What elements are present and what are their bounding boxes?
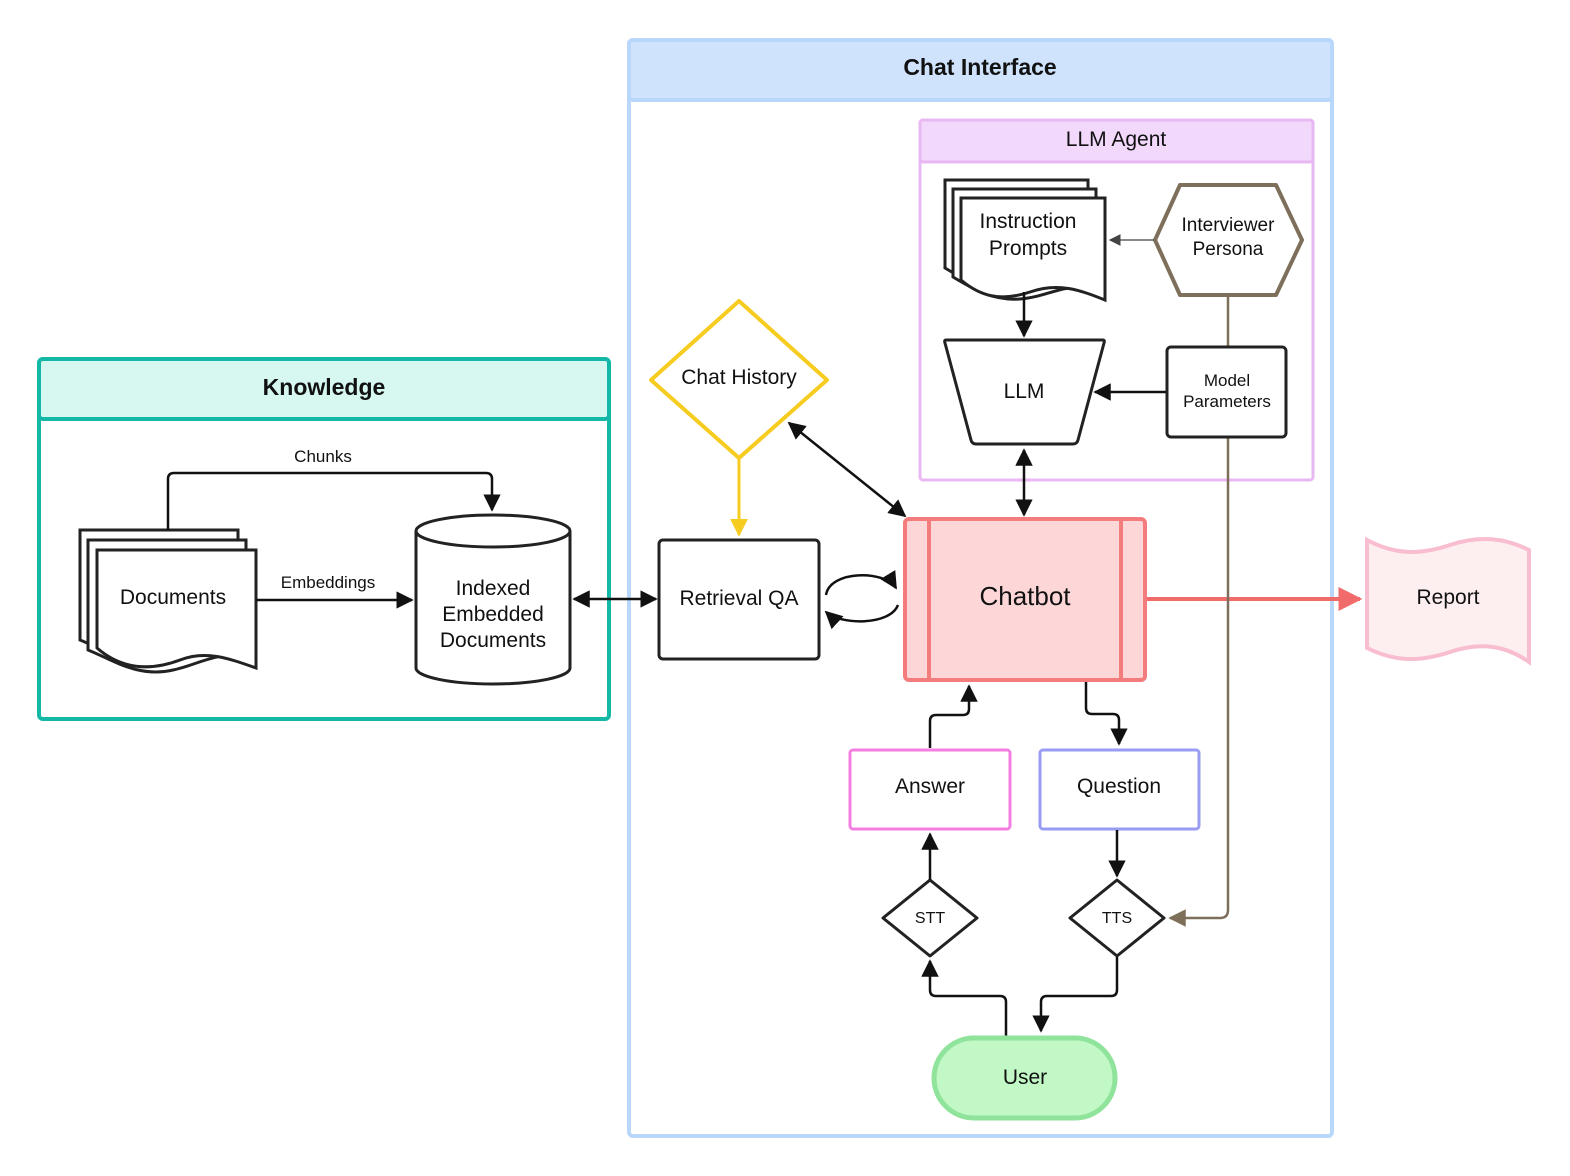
chunks-connector (166, 471, 501, 530)
tts-node: TTS (1068, 878, 1166, 958)
retrieval-chatbot-connector-bottom (824, 604, 900, 630)
question-label: Question (1077, 775, 1161, 798)
llm-label: LLM (1004, 380, 1045, 403)
indexed-label-2: Embedded (442, 603, 544, 626)
chatbot-node: Chatbot (903, 517, 1147, 682)
report-label: Report (1416, 586, 1479, 609)
indexed-embedded-documents-node: Indexed Embedded Documents (414, 513, 572, 686)
tts-label: TTS (1102, 910, 1132, 927)
instruction-prompts-node: Instruction Prompts (943, 178, 1107, 303)
user-label: User (1003, 1066, 1047, 1089)
chat-history-label: Chat History (681, 366, 797, 389)
model-params-label-1: Model (1204, 371, 1250, 390)
model-params-label-2: Parameters (1183, 392, 1271, 411)
documents-label: Documents (120, 586, 226, 609)
user-stt-connector (921, 959, 1008, 1036)
chunks-label: Chunks (294, 447, 352, 466)
persona-tts-connector (1168, 296, 1230, 927)
documents-node: Documents (78, 528, 258, 674)
retrieval-qa-label: Retrieval QA (679, 587, 798, 610)
persona-label-2: Persona (1193, 239, 1264, 260)
indexed-label-1: Indexed (456, 577, 531, 600)
chatbot-label: Chatbot (979, 581, 1071, 611)
persona-label-1: Interviewer (1182, 215, 1276, 236)
interviewer-persona-node: Interviewer Persona (1153, 183, 1304, 297)
answer-label: Answer (895, 775, 965, 798)
question-node: Question (1038, 748, 1201, 831)
embeddings-label: Embeddings (281, 573, 376, 592)
chatbot-question-connector (1084, 682, 1128, 746)
indexed-label-3: Documents (440, 629, 546, 652)
knowledge-title: Knowledge (263, 374, 386, 400)
stt-label: STT (915, 910, 945, 927)
answer-chatbot-connector (928, 684, 978, 748)
model-parameters-node: Model Parameters (1165, 345, 1288, 439)
stt-node: STT (881, 878, 979, 958)
instruction-label-1: Instruction (980, 210, 1077, 233)
history-chatbot-connector (787, 421, 907, 518)
report-node: Report (1365, 536, 1531, 666)
chat-interface-title: Chat Interface (903, 54, 1056, 80)
instruction-label-2: Prompts (989, 237, 1067, 260)
user-node: User (931, 1035, 1118, 1121)
retrieval-chatbot-connector-top (824, 569, 898, 596)
tts-user-connector (1032, 957, 1119, 1033)
llm-node: LLM (943, 338, 1106, 446)
retrieval-qa-node: Retrieval QA (657, 538, 821, 661)
llm-agent-title: LLM Agent (1066, 128, 1167, 151)
answer-node: Answer (848, 748, 1012, 831)
